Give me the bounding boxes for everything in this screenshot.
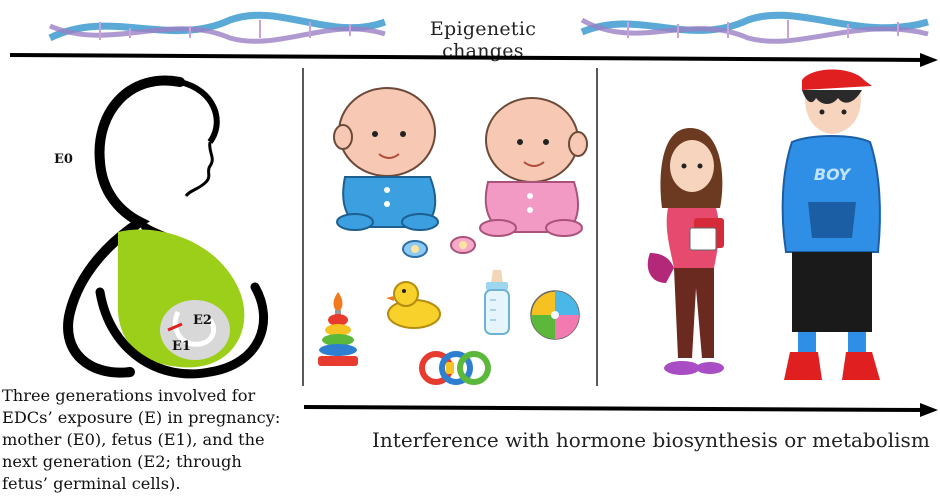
shirt-text: BOY <box>814 165 852 184</box>
caption-line: fetus’ germinal cells). <box>2 473 302 495</box>
beach-ball-icon <box>528 288 582 342</box>
rubber-duck-icon <box>384 276 444 330</box>
next-generation-label: E2 <box>193 313 212 328</box>
baby-girl-icon <box>470 92 600 242</box>
caption-line: EDCs’ exposure (E) in pregnancy: <box>2 407 302 429</box>
teen-boy-icon: BOY <box>772 62 892 392</box>
caption-line: mother (E0), fetus (E1), and the <box>2 429 302 451</box>
bottom-banner-title: Interference with hormone biosynthesis o… <box>372 428 920 452</box>
pregnant-mother-icon <box>40 72 280 382</box>
baby-boy-icon <box>325 82 455 232</box>
caption-line: Three generations involved for <box>2 385 302 407</box>
bottom-timeline-arrow <box>300 398 940 418</box>
stacking-rings-icon <box>316 290 360 370</box>
dna-helix-right-icon <box>578 8 938 48</box>
panel-divider-left <box>302 68 306 388</box>
fetus-label: E1 <box>172 339 191 354</box>
pregnancy-caption: Three generations involved for EDCs’ exp… <box>2 385 302 495</box>
caption-line: next generation (E2; through <box>2 451 302 473</box>
pacifier-icon <box>400 236 430 262</box>
pacifier-icon <box>448 232 478 258</box>
mother-label: E0 <box>54 152 73 167</box>
baby-bottle-icon <box>480 268 514 338</box>
dna-helix-left-icon <box>10 8 390 48</box>
rattle-icon <box>418 346 492 390</box>
teen-girl-icon <box>640 68 750 388</box>
